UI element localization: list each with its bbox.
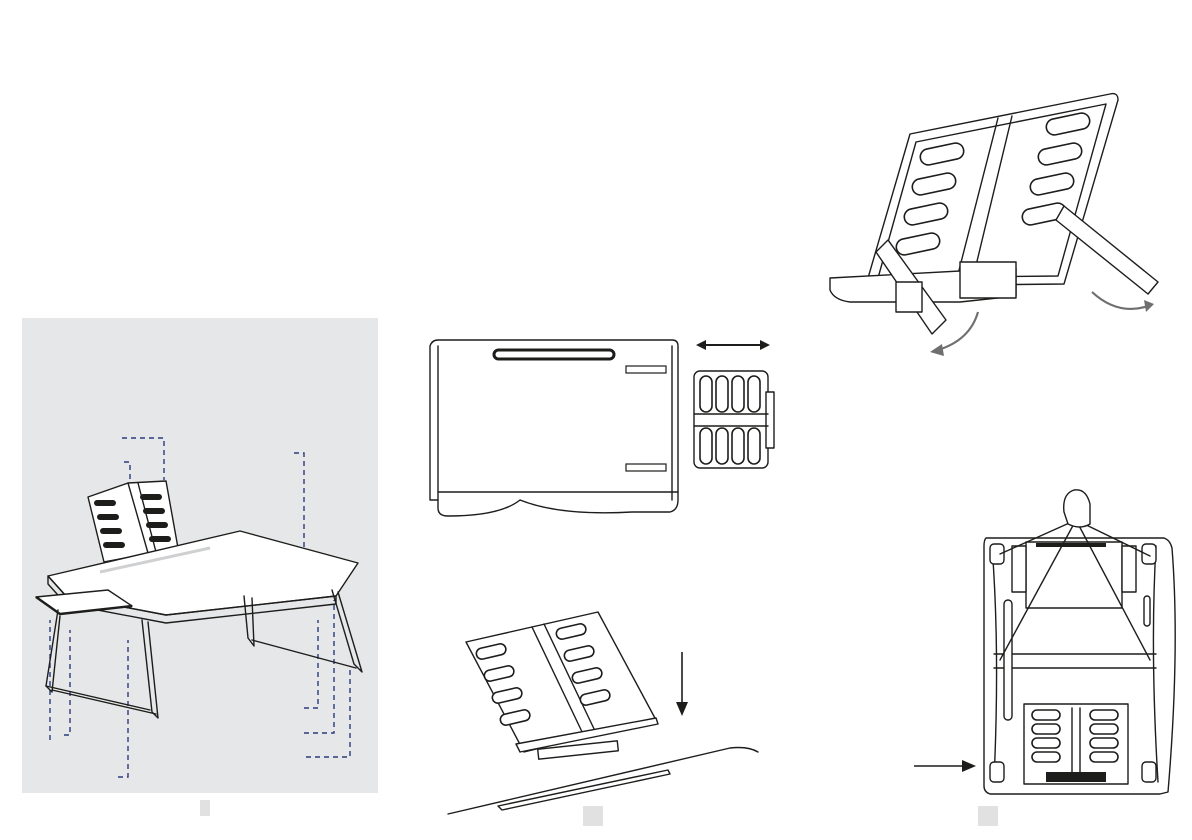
rotate-arrow-right (1092, 292, 1154, 312)
desk-slot (498, 770, 670, 810)
right-arrow (914, 760, 976, 772)
desk-edge (448, 748, 758, 815)
page-marker-2 (583, 806, 603, 826)
slide-double-arrow (696, 340, 770, 350)
pen-groove (494, 350, 614, 359)
page-markers (200, 800, 998, 826)
panel-5-underside (914, 490, 1175, 794)
hand-icon (1064, 490, 1090, 527)
book-stand-top-view (694, 371, 774, 468)
panel-1-lap-desk (22, 318, 378, 793)
panel-2-top-view (430, 340, 774, 516)
panel-3-insert-stand (448, 612, 758, 814)
page-marker-3 (978, 806, 998, 826)
down-arrow (676, 652, 688, 716)
page-marker-1 (200, 800, 210, 816)
panel-4-stand-legs (830, 94, 1158, 356)
